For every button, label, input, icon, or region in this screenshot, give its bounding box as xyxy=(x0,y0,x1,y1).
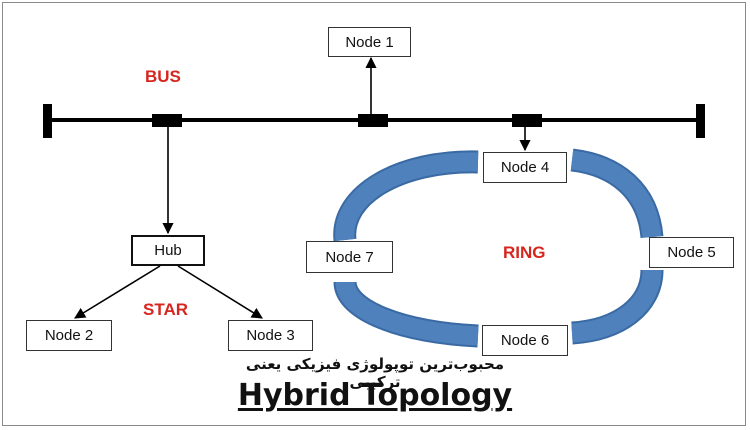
node-2: Node 2 xyxy=(26,320,112,351)
node-4: Node 4 xyxy=(483,152,567,183)
bus-tap-node1 xyxy=(358,114,388,127)
diagram-title: Hybrid Topology xyxy=(237,378,513,413)
node-6: Node 6 xyxy=(482,325,568,356)
node-3: Node 3 xyxy=(228,320,313,351)
persian-subtitle: محبوب‌ترین توپولوژی فیزیکی یعنی ترکیبی xyxy=(245,355,505,391)
node-1: Node 1 xyxy=(328,27,411,57)
hub: Hub xyxy=(131,235,205,266)
ring-label: RING xyxy=(503,243,546,262)
connector-node2 xyxy=(74,265,161,319)
bus-tap-node4 xyxy=(512,114,542,127)
diagram-frame xyxy=(2,2,746,426)
node-5: Node 5 xyxy=(649,237,734,268)
bus-label: BUS xyxy=(145,67,181,86)
bus-terminator-left xyxy=(43,104,52,138)
bus-terminator-right xyxy=(696,104,705,138)
node-7: Node 7 xyxy=(306,241,393,273)
connector-node3 xyxy=(177,265,263,319)
bus-tap-hub xyxy=(152,114,182,127)
star-label: STAR xyxy=(143,300,189,319)
